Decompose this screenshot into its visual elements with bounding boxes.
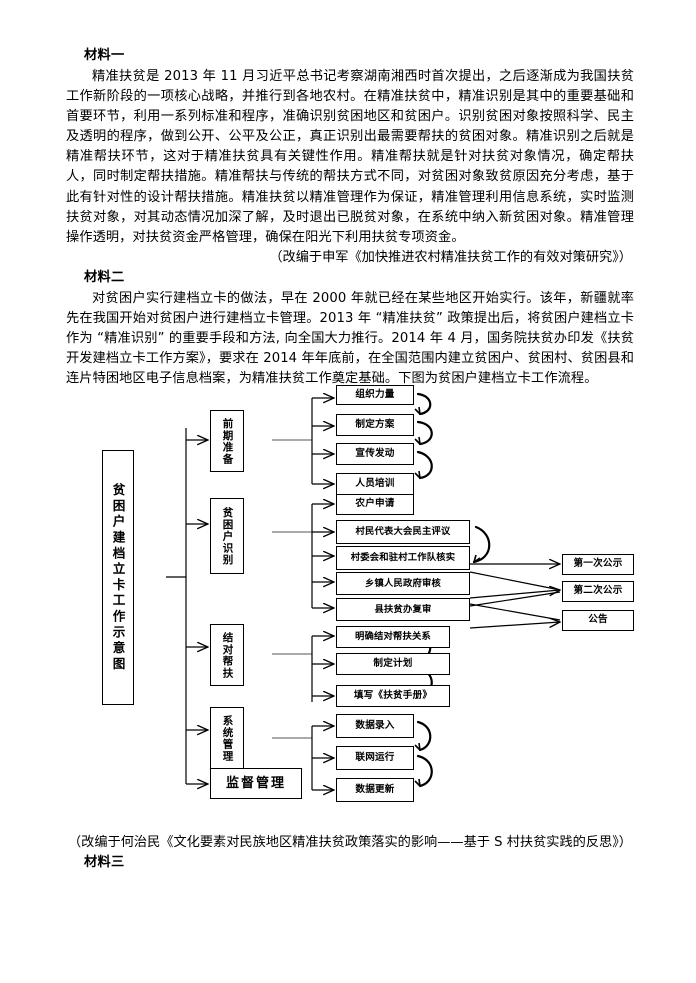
publicity-step-announcement: 公告 [562,610,634,631]
identify-step-verification: 村委会和驻村工作队核实 [336,546,470,570]
stage-box-pairing-assistance: 结对帮扶 [210,624,244,686]
prep-step-training: 人员培训 [336,473,414,495]
flowchart-diagram: 贫困户建档立卡工作示意图 前期准备 贫困户识别 结对帮扶 系统管理 监督管理 组… [66,385,634,832]
stage-box-preparation: 前期准备 [210,410,244,472]
material-one-heading: 材料一 [84,48,125,63]
identify-step-township-review: 乡镇人民政府审核 [336,572,470,595]
diagram-title-box: 贫困户建档立卡工作示意图 [102,450,134,705]
material-two-attribution: （改编于何治民《文化要素对民族地区精准扶贫政策落实的影响——基于 S 村扶贫实践… [67,835,632,850]
publicity-step-first-notice: 第一次公示 [562,554,634,575]
material-one-attribution: （改编于申军《加快推进农村精准扶贫工作的有效对策研究》） [269,249,632,265]
document-footer: （改编于何治民《文化要素对民族地区精准扶贫政策落实的影响——基于 S 村扶贫实践… [66,833,634,874]
pairing-step-handbook: 填写《扶贫手册》 [336,685,450,707]
material-two-heading: 材料二 [84,269,125,285]
material-three-heading: 材料三 [84,855,125,871]
stage-box-supervision-management: 监督管理 [210,768,302,799]
system-step-data-entry: 数据录入 [336,714,414,738]
stage-box-identification: 贫困户识别 [210,498,244,574]
system-step-network-operation: 联网运行 [336,746,414,770]
identify-step-villager-assembly: 村民代表大会民主评议 [336,520,470,544]
prep-step-publicity: 宣传发动 [336,443,414,465]
flowchart-connectors [166,392,634,832]
system-step-data-update: 数据更新 [336,778,414,802]
stage-box-system-management: 系统管理 [210,707,244,769]
pairing-step-plan: 制定计划 [336,653,450,675]
publicity-step-second-notice: 第二次公示 [562,581,634,602]
pairing-step-relationship: 明确结对帮扶关系 [336,626,450,648]
prep-step-plan: 制定方案 [336,414,414,436]
material-two-paragraph: 对贫困户实行建档立卡的做法，早在 2000 年就已经在某些地区开始实行。该年，新… [66,290,634,387]
document-body: 材料一 精准扶贫是 2013 年 11 月习近平总书记考察湖南湘西时首次提出，之… [66,46,634,389]
identify-step-application: 农户申请 [336,494,414,515]
material-one-paragraph: 精准扶贫是 2013 年 11 月习近平总书记考察湖南湘西时首次提出，之后逐渐成… [66,69,634,245]
prep-step-organize: 组织力量 [336,385,414,405]
identify-step-county-recheck: 县扶贫办复审 [336,598,470,621]
